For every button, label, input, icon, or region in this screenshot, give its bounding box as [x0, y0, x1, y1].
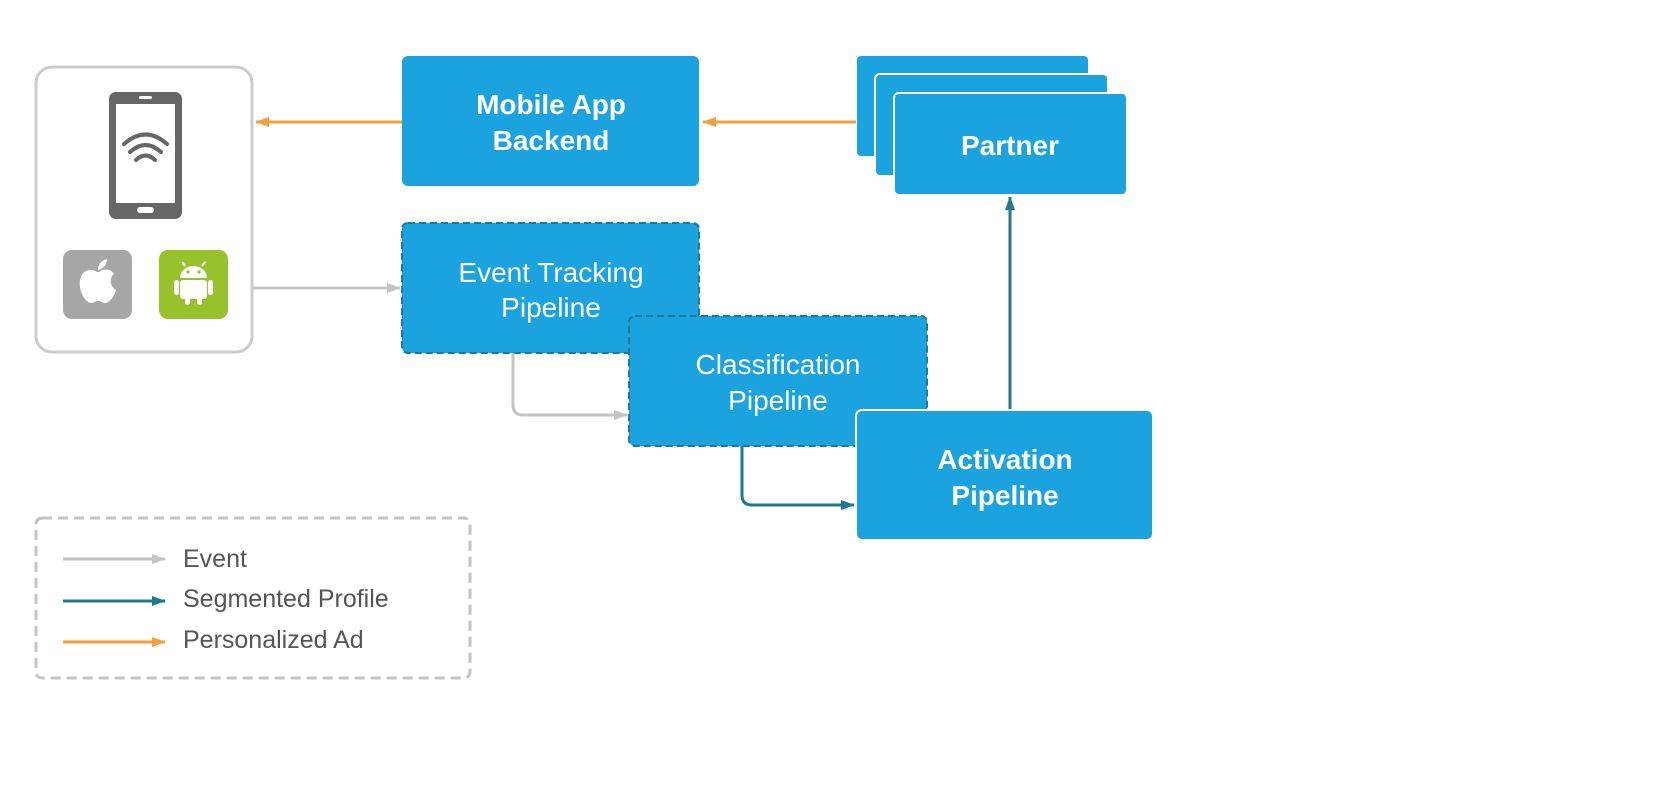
- classification-pipeline-box: Classification Pipeline: [628, 315, 928, 447]
- event-tracking-label-line2: Pipeline: [501, 292, 601, 323]
- event-tracking-label-line1: Event Tracking: [458, 257, 643, 288]
- classification-label-line2: Pipeline: [728, 385, 828, 416]
- mobile-app-backend-box: Mobile App Backend: [402, 56, 699, 186]
- event-arrow-tracking-to-classification: [511, 353, 628, 420]
- activation-pipeline-box: Activation Pipeline: [855, 409, 1154, 541]
- device-panel: [34, 65, 254, 354]
- partner-box-stack: Partner: [855, 54, 1128, 196]
- mobile-app-backend-label-line2: Backend: [493, 125, 610, 156]
- partner-label: Partner: [961, 130, 1059, 161]
- classification-label-line1: Classification: [696, 349, 861, 380]
- smartphone-wifi-icon: [109, 92, 182, 219]
- mobile-app-backend-label-line1: Mobile App: [476, 89, 626, 120]
- activation-label-line1: Activation: [937, 444, 1072, 475]
- legend-event-label: Event: [183, 545, 247, 573]
- android-icon: [159, 250, 228, 319]
- activation-label-line2: Pipeline: [951, 480, 1058, 511]
- partner-box: [893, 92, 1128, 196]
- legend-personalized-ad-label: Personalized Ad: [183, 626, 364, 654]
- apple-icon: [63, 250, 132, 319]
- legend: Event Segmented Profile Personalized Ad: [34, 516, 472, 680]
- event-tracking-pipeline-box: Event Tracking Pipeline: [401, 222, 700, 354]
- legend-segmented-profile-label: Segmented Profile: [183, 585, 389, 613]
- segmented-profile-arrow-classification-to-activation: [740, 446, 855, 510]
